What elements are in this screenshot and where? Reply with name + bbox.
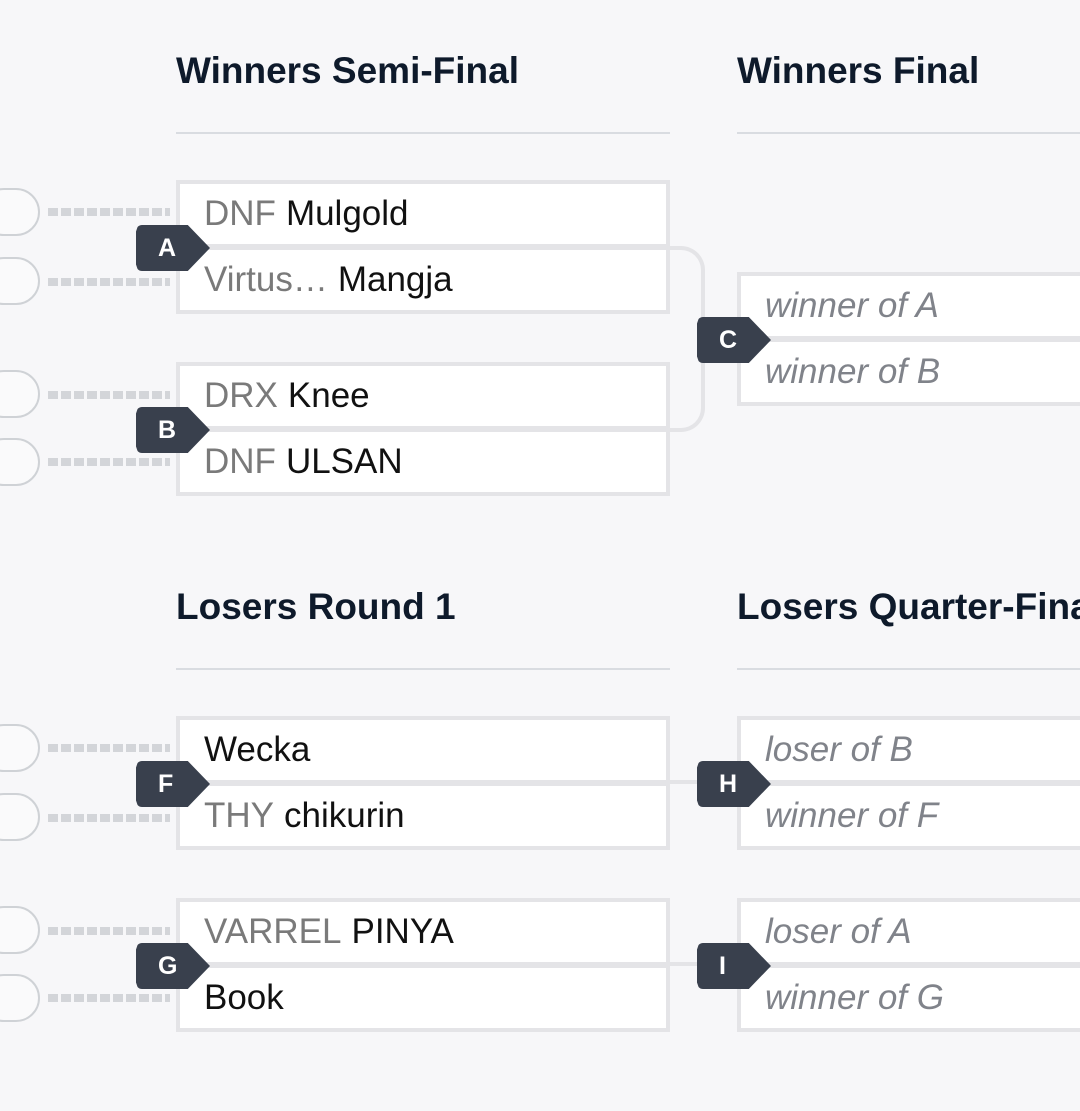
- placeholder-text: loser of A: [765, 912, 912, 951]
- match-slot[interactable]: winner of B: [737, 338, 1080, 406]
- seed-slot-circle: [0, 906, 40, 954]
- team-tag: DNF: [204, 442, 276, 481]
- seed-connector-dots: [48, 814, 170, 822]
- match-slot[interactable]: winner of A: [737, 272, 1080, 340]
- player-name: ULSAN: [285, 442, 403, 481]
- divider: [737, 668, 1080, 670]
- seed-slot-circle: [0, 188, 40, 236]
- match-slot[interactable]: Virtus… Mangja: [176, 246, 670, 314]
- team-tag: DNF: [204, 194, 276, 233]
- round-title-losers-round-1: Losers Round 1: [176, 586, 456, 627]
- match-slot[interactable]: Book: [176, 964, 670, 1032]
- match-f[interactable]: Wecka THY chikurin F: [136, 716, 670, 850]
- team-tag: THY: [204, 796, 274, 835]
- player-name: Mulgold: [285, 194, 409, 233]
- seed-connector-dots: [48, 744, 170, 752]
- seed-slot-circle: [0, 974, 40, 1022]
- seed-slot-circle: [0, 793, 40, 841]
- team-tag: DRX: [204, 376, 278, 415]
- seed-connector-dots: [48, 278, 170, 286]
- divider: [176, 132, 670, 134]
- player-name: Book: [204, 978, 284, 1017]
- seed-connector-dots: [48, 391, 170, 399]
- placeholder-text: loser of B: [765, 730, 913, 769]
- match-h[interactable]: loser of B winner of F H: [697, 716, 1080, 850]
- team-tag: Virtus…: [204, 260, 328, 299]
- placeholder-text: winner of F: [765, 796, 939, 835]
- divider: [176, 668, 670, 670]
- divider: [737, 132, 1080, 134]
- match-slot[interactable]: DNF Mulgold: [176, 180, 670, 248]
- match-b[interactable]: DRX Knee DNF ULSAN B: [136, 362, 670, 496]
- match-slot[interactable]: Wecka: [176, 716, 670, 784]
- match-slot[interactable]: THY chikurin: [176, 782, 670, 850]
- match-i[interactable]: loser of A winner of G I: [697, 898, 1080, 1032]
- team-tag: VARREL: [204, 912, 342, 951]
- match-slot[interactable]: winner of G: [737, 964, 1080, 1032]
- seed-slot-circle: [0, 438, 40, 486]
- player-name: chikurin: [284, 796, 405, 835]
- match-a[interactable]: DNF Mulgold Virtus… Mangja A: [136, 180, 670, 314]
- match-slot[interactable]: loser of B: [737, 716, 1080, 784]
- placeholder-text: winner of G: [765, 978, 944, 1017]
- player-name: Wecka: [204, 730, 311, 769]
- player-name: PINYA: [351, 912, 454, 951]
- round-title-winners-final: Winners Final: [737, 50, 980, 91]
- seed-connector-dots: [48, 994, 170, 1002]
- placeholder-text: winner of A: [765, 286, 939, 325]
- match-c[interactable]: winner of A winner of B C: [697, 272, 1080, 406]
- seed-slot-circle: [0, 257, 40, 305]
- seed-connector-dots: [48, 458, 170, 466]
- round-title-losers-quarter-final: Losers Quarter-Final: [737, 586, 1080, 627]
- match-slot[interactable]: winner of F: [737, 782, 1080, 850]
- match-slot[interactable]: VARREL PINYA: [176, 898, 670, 966]
- round-title-winners-semi-final: Winners Semi-Final: [176, 50, 520, 91]
- placeholder-text: winner of B: [765, 352, 941, 391]
- player-name: Mangja: [337, 260, 453, 299]
- match-slot[interactable]: loser of A: [737, 898, 1080, 966]
- match-g[interactable]: VARREL PINYA Book G: [136, 898, 670, 1032]
- seed-connector-dots: [48, 927, 170, 935]
- seed-connector-dots: [48, 208, 170, 216]
- match-slot[interactable]: DRX Knee: [176, 362, 670, 430]
- match-slot[interactable]: DNF ULSAN: [176, 428, 670, 496]
- seed-slot-circle: [0, 724, 40, 772]
- seed-slot-circle: [0, 370, 40, 418]
- player-name: Knee: [287, 376, 370, 415]
